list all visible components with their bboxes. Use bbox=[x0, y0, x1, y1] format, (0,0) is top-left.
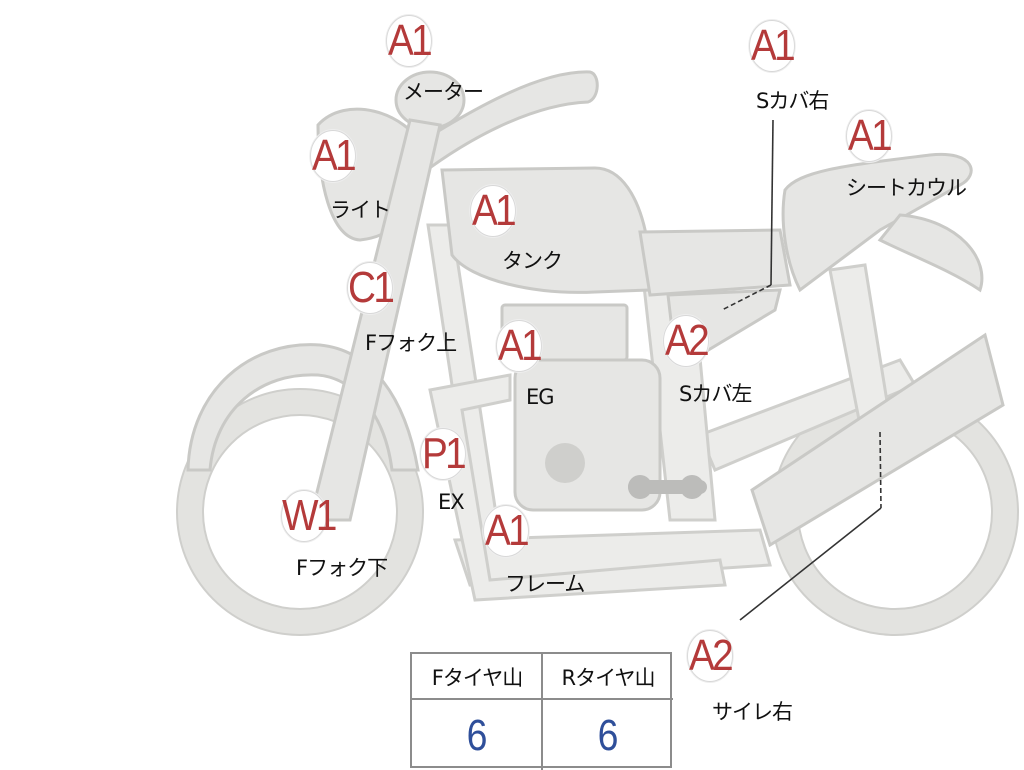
rear-fender bbox=[877, 213, 984, 293]
rear-tire-value: 6 bbox=[597, 711, 619, 760]
engine-cover bbox=[545, 443, 585, 483]
grade-marker-tank: A1 bbox=[470, 185, 517, 237]
part-label-s-cover-left: Sカバ左 bbox=[679, 382, 752, 406]
grade-marker-light: A1 bbox=[310, 130, 357, 182]
leader-silencer-right-tail bbox=[739, 507, 882, 621]
grade-marker-s-cover-left: A2 bbox=[663, 315, 710, 367]
grade-marker-seat-cowl: A1 bbox=[846, 110, 893, 162]
part-label-frame: フレーム bbox=[505, 572, 585, 596]
part-label-tank: タンク bbox=[502, 249, 563, 273]
seat bbox=[638, 228, 792, 297]
part-label-engine: EG bbox=[526, 385, 555, 409]
frame-lower bbox=[452, 528, 772, 587]
silencer bbox=[750, 332, 1005, 548]
front-tire-header: Fタイヤ山 bbox=[412, 654, 542, 700]
part-label-light: ライト bbox=[330, 198, 391, 222]
grade-marker-meter: A1 bbox=[386, 15, 433, 67]
grade-marker-f-fork-upper: C1 bbox=[347, 262, 395, 314]
grade-marker-s-cover-right: A1 bbox=[749, 20, 796, 72]
grade-marker-frame: A1 bbox=[483, 505, 530, 557]
part-label-f-fork-lower: Fフォク下 bbox=[296, 556, 388, 580]
front-wheel bbox=[176, 388, 424, 636]
tire-tread-table: Fタイヤ山 Rタイヤ山 6 6 bbox=[410, 652, 673, 770]
part-label-exhaust: EX bbox=[438, 490, 465, 514]
part-label-meter: メーター bbox=[403, 80, 484, 104]
front-tire-value: 6 bbox=[466, 711, 488, 760]
grade-marker-engine: A1 bbox=[496, 320, 543, 372]
table-divider bbox=[541, 654, 543, 770]
front-fork bbox=[308, 118, 442, 522]
leader-s-cover-right-tip bbox=[721, 284, 772, 311]
part-label-f-fork-upper: Fフォク上 bbox=[365, 331, 457, 355]
part-label-seat-cowl: シートカウル bbox=[846, 176, 967, 200]
seat-cowl bbox=[781, 152, 973, 293]
part-label-s-cover-right: Sカバ右 bbox=[756, 89, 829, 113]
rear-tire-header: Rタイヤ山 bbox=[543, 654, 673, 700]
part-label-silencer-right: サイレ右 bbox=[712, 700, 793, 724]
leader-s-cover-right bbox=[770, 119, 774, 286]
exhaust-pipe bbox=[428, 373, 727, 602]
leader-silencer-right bbox=[879, 431, 882, 509]
handlebar bbox=[397, 70, 599, 177]
grade-marker-silencer-right: A2 bbox=[687, 630, 734, 682]
grade-marker-exhaust: P1 bbox=[420, 428, 467, 480]
grade-marker-f-fork-lower: W1 bbox=[281, 490, 337, 542]
